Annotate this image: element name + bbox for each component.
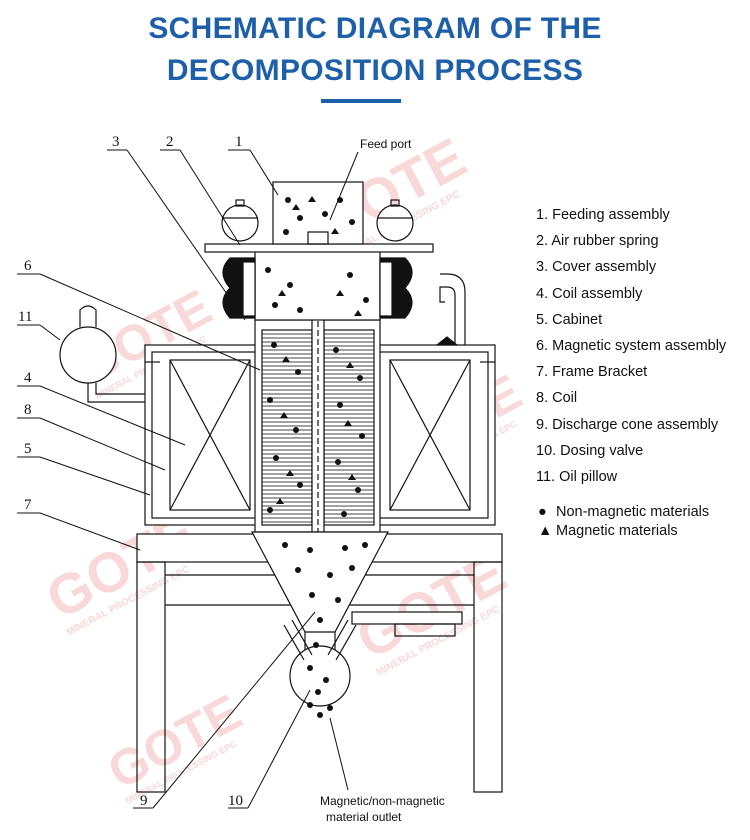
callout-6: 6 (24, 258, 32, 274)
legend-item: 8. Coil (536, 390, 578, 407)
non-magnetic-label: Non-magnetic materials (556, 504, 710, 520)
title-underline (321, 99, 401, 103)
material-key-non-magnetic: ● Non-magnetic materials (538, 504, 709, 520)
dot-icon: ● (538, 504, 547, 520)
page-title-line-2: DECOMPOSITION PROCESS (166, 54, 584, 87)
vent-pipe (435, 273, 466, 346)
air-rubber-spring (204, 199, 434, 253)
page-title-line-1: SCHEMATIC DIAGRAM OF THE (148, 12, 602, 45)
magnetic-system-assembly (254, 239, 381, 533)
feed-port-label: Feed port (360, 137, 412, 151)
callout-3: 3 (112, 134, 120, 150)
dosing-valve (283, 611, 463, 707)
cover-assembly (222, 249, 413, 321)
material-particles (265, 196, 369, 718)
callout-4: 4 (24, 370, 32, 386)
outlet-label-line-1: Magnetic/non-magnetic (320, 794, 445, 808)
legend-item: 2. Air rubber spring (536, 233, 659, 250)
callout-1: 1 (235, 134, 243, 150)
parts-legend: 1. Feeding assembly 2. Air rubber spring… (536, 202, 726, 490)
triangle-icon: ▲ (538, 523, 553, 539)
legend-item: 11. Oil pillow (536, 468, 618, 485)
material-key-magnetic: ▲Magnetic materials (538, 523, 678, 539)
legend-item: 7. Frame Bracket (536, 364, 648, 381)
magnetic-label: Magnetic materials (556, 523, 678, 539)
callout-11: 11 (18, 309, 32, 325)
callout-7: 7 (24, 497, 32, 513)
legend-item: 9. Discharge cone assembly (536, 416, 719, 433)
legend-item: 6. Magnetic system assembly (536, 337, 727, 354)
leader-lines (17, 149, 359, 809)
legend-item: 10. Dosing valve (536, 442, 644, 459)
legend-item: 5. Cabinet (536, 311, 603, 328)
callout-9: 9 (140, 793, 148, 809)
callout-10: 10 (228, 793, 243, 809)
outlet-label-line-2: material outlet (326, 810, 402, 824)
legend-item: 4. Coil assembly (536, 285, 643, 302)
callout-8: 8 (24, 402, 32, 418)
legend-item: 3. Cover assembly (536, 259, 657, 276)
oil-pillow (59, 305, 145, 403)
callout-numbers: 1 2 3 4 5 6 7 8 9 10 11 (18, 134, 243, 809)
callout-5: 5 (24, 441, 32, 457)
callout-2: 2 (166, 134, 174, 150)
legend-item: 1. Feeding assembly (536, 207, 670, 223)
